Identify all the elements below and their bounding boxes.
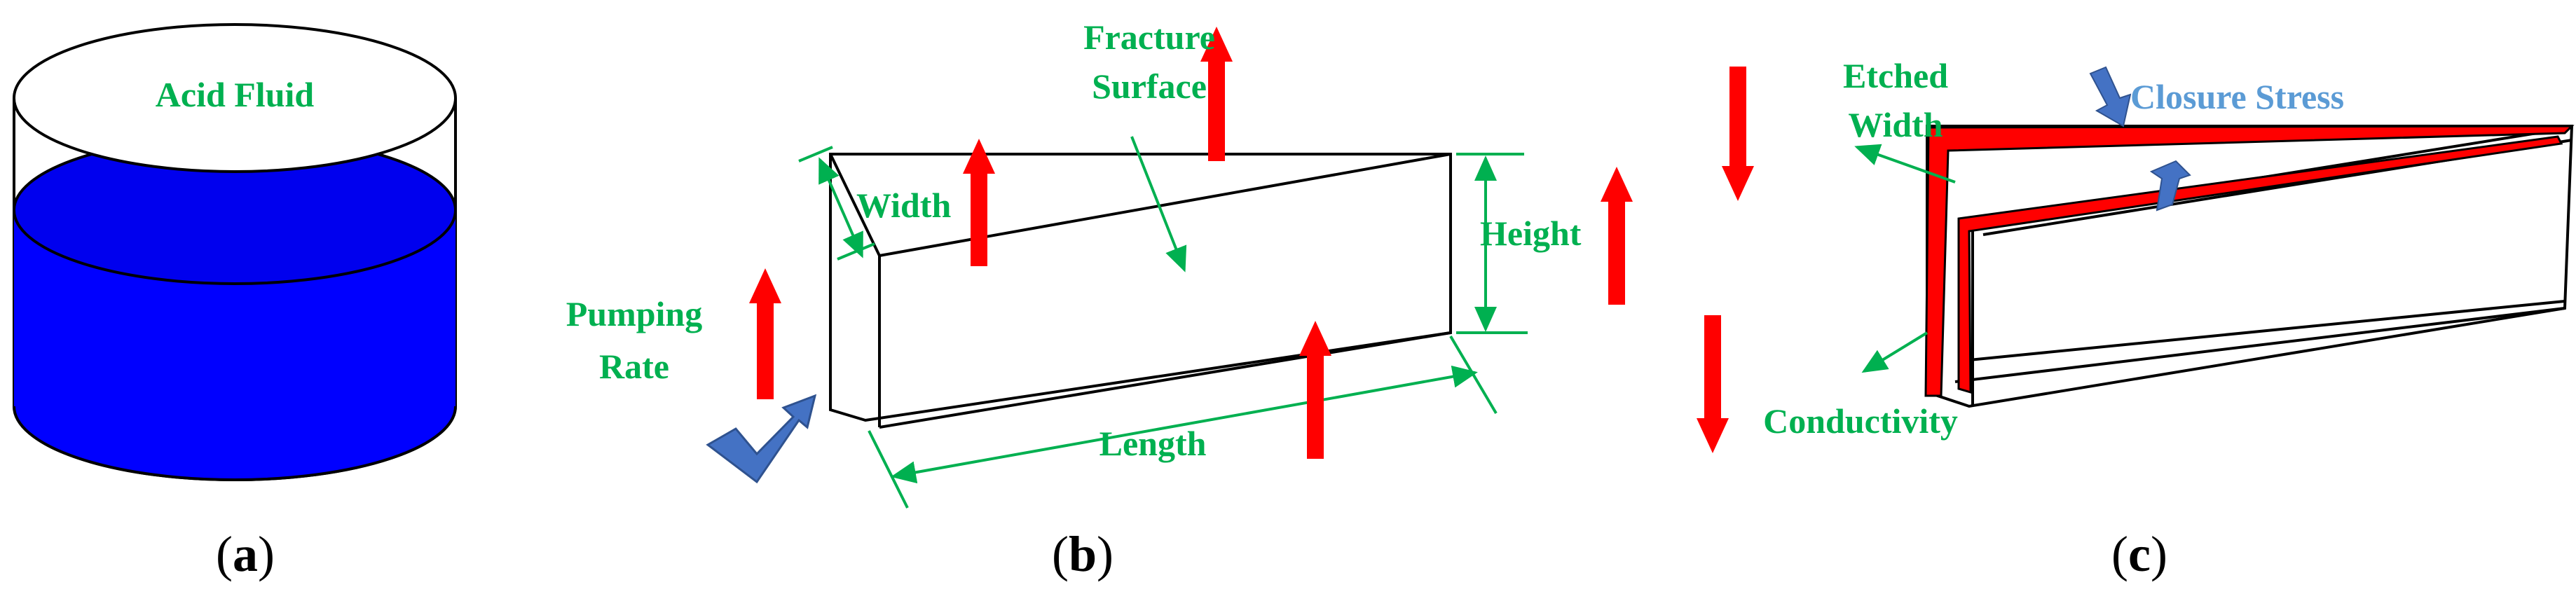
up-arrow [1200,27,1233,161]
panel-c: Etched Width Closure Stress Conductivity… [1697,56,2575,582]
closure-stress-arrow-icon [2089,66,2132,127]
height-dimension [1456,153,1528,334]
height-label: Height [1480,214,1582,253]
tank-bottom-edge [13,406,457,481]
wedge-bottom-inner [1954,307,2565,383]
fracture-surface-label-line1: Fracture [1083,18,1215,57]
etched-width-pointer [1854,144,1956,184]
up-arrow [1299,321,1331,459]
closure-stress-label: Closure Stress [2130,77,2344,116]
check-arrow-icon [706,394,817,484]
prism-bottom-diagonal [879,331,1451,429]
up-arrow [963,139,995,266]
width-label: Width [856,186,951,225]
down-arrow [1697,315,1729,453]
up-arrow [1601,167,1633,305]
etched-fracture [1924,125,2575,408]
panel-b: Fracture Surface Width Height Pumping Ra… [566,18,1633,582]
down-arrow [1722,67,1754,201]
conductivity-label: Conductivity [1763,401,1958,441]
up-arrow [749,268,781,399]
conductivity-pointer [1861,331,1928,373]
wedge-outline [1926,125,2574,408]
acid-fluid-label: Acid Fluid [156,75,315,114]
closure-stress-arrow-icon [2149,160,2191,212]
length-label: Length [1099,424,1207,463]
etched-face-top [1924,125,2575,397]
width-dimension [798,146,875,261]
etched-width-label-line1: Etched [1843,56,1948,95]
pumping-rate-label-line1: Pumping [566,294,703,333]
etched-face-mid [1957,135,2563,394]
panel-b-caption: (b) [1052,526,1114,582]
fracture-surface-pointer [1130,136,1187,272]
fluid-body [14,210,455,480]
pumping-rate-label-line2: Rate [599,347,669,386]
wedge-diagonal-low [1961,300,2565,362]
etched-width-label-line2: Width [1848,105,1943,144]
acid-tank [13,23,457,481]
panel-c-caption: (c) [2111,526,2167,582]
fracture-surface-label-line2: Surface [1092,67,1207,106]
panel-a-caption: (a) [216,526,275,582]
panel-a: Acid Fluid (a) [13,23,457,582]
length-dimension [868,335,1498,509]
